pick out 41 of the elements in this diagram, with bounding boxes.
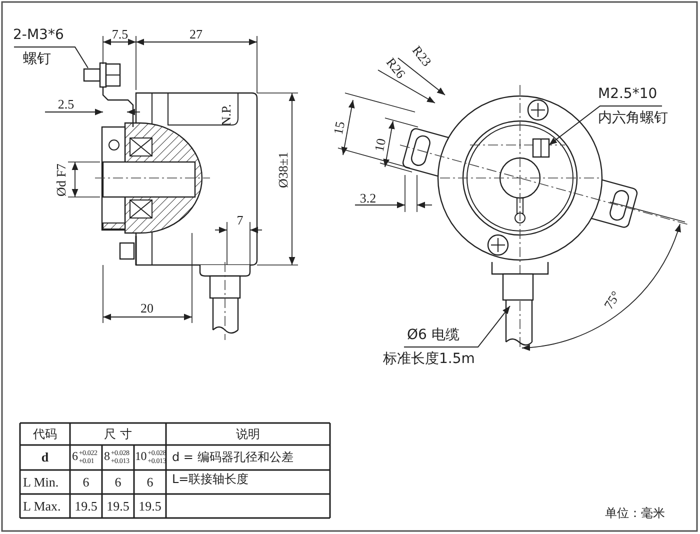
table-cell: 6: [146, 476, 154, 488]
dimension-label: Ød F7: [54, 164, 68, 196]
callout-label: Ø6 电缆: [407, 327, 460, 343]
table-header: 尺 寸: [104, 428, 132, 440]
table-cell: d = 编码器孔径和公差: [172, 451, 294, 463]
hex-screw-drawing: [532, 138, 550, 158]
leader-line: [14, 46, 88, 68]
dimension-label: 7: [236, 214, 244, 226]
dimension-label: R23: [410, 43, 434, 69]
dimension-label: R26: [384, 55, 408, 81]
part-marking: N.P.: [220, 104, 232, 126]
cable-drawing: [502, 273, 534, 346]
callout-label: 2-M3*6: [13, 27, 64, 43]
dimension-label: 10: [372, 137, 388, 153]
table-cell: 19.5: [106, 500, 130, 512]
dimension-label: 15: [331, 120, 347, 136]
screw-drawing: [83, 62, 121, 88]
table-cell: L=联接轴长度: [172, 473, 249, 485]
table-cell: 19.5: [138, 500, 162, 512]
dimension-label: 3.2: [360, 192, 376, 204]
table-cell: 6: [82, 476, 90, 488]
unit-note: 单位：毫米: [605, 507, 665, 519]
callout-label: 内六角螺钉: [598, 110, 668, 126]
dimension-label: Ø38±1: [276, 152, 290, 188]
table-cell: L Min.: [23, 476, 59, 488]
table-cell: L Max.: [23, 500, 61, 512]
table-cell: 6: [114, 476, 122, 488]
dimension-label: 20: [140, 302, 154, 314]
dimension-label: 2.5: [58, 98, 74, 110]
table-cell: d: [41, 450, 49, 464]
dimension-label: 75°: [602, 288, 622, 312]
leader-line: [548, 106, 662, 146]
callout-label: 螺钉: [23, 51, 52, 67]
table-header: 说明: [236, 428, 260, 440]
dimension-label: 7.5: [112, 28, 128, 40]
dimension-label: 27: [190, 28, 202, 40]
callout-label: 标准长度1.5m: [383, 351, 475, 367]
callout-label: M2.5*10: [598, 86, 658, 102]
table-header: 代码: [33, 428, 57, 440]
table-cell: 19.5: [74, 500, 98, 512]
leader-line: [404, 306, 510, 348]
